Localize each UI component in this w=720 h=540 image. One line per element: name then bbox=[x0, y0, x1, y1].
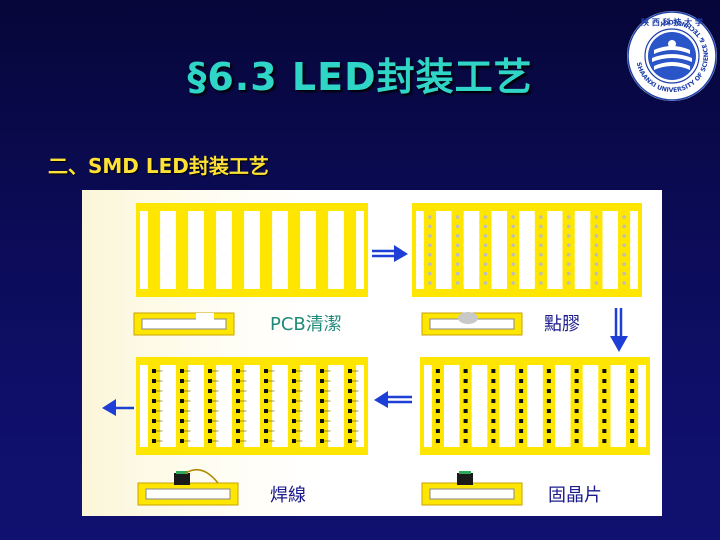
logo-top-text: 陕 西 科 技 大 学 bbox=[641, 17, 703, 27]
step-label-glue: 點膠 bbox=[544, 314, 580, 335]
slide-title: §6.3 LED封装工艺 bbox=[187, 55, 533, 99]
section-subtitle: 二、SMD LED封装工艺 bbox=[48, 154, 269, 178]
frame-strip-glue bbox=[412, 203, 642, 297]
frame-strip-die bbox=[420, 357, 650, 455]
university-logo: SHAANXI UNIVERSITY OF SCIENCE & TECHNOLO… bbox=[627, 11, 717, 101]
arrow-left-out-icon bbox=[102, 399, 134, 416]
package-die bbox=[421, 471, 523, 506]
frame-strip-clean bbox=[136, 203, 368, 297]
logo-emblem bbox=[648, 32, 696, 80]
package-wire bbox=[137, 468, 239, 506]
step-label-wire: 焊線 bbox=[270, 485, 306, 506]
arrow-right-icon bbox=[372, 245, 408, 262]
frame-strip-wire bbox=[136, 357, 368, 455]
arrow-down-icon bbox=[610, 308, 628, 352]
arrow-left-icon bbox=[374, 391, 412, 408]
step-label-clean: PCB清潔 bbox=[270, 314, 342, 335]
step-label-die: 固晶片 bbox=[548, 485, 602, 506]
package-glue bbox=[421, 312, 523, 336]
package-clean bbox=[133, 312, 235, 336]
